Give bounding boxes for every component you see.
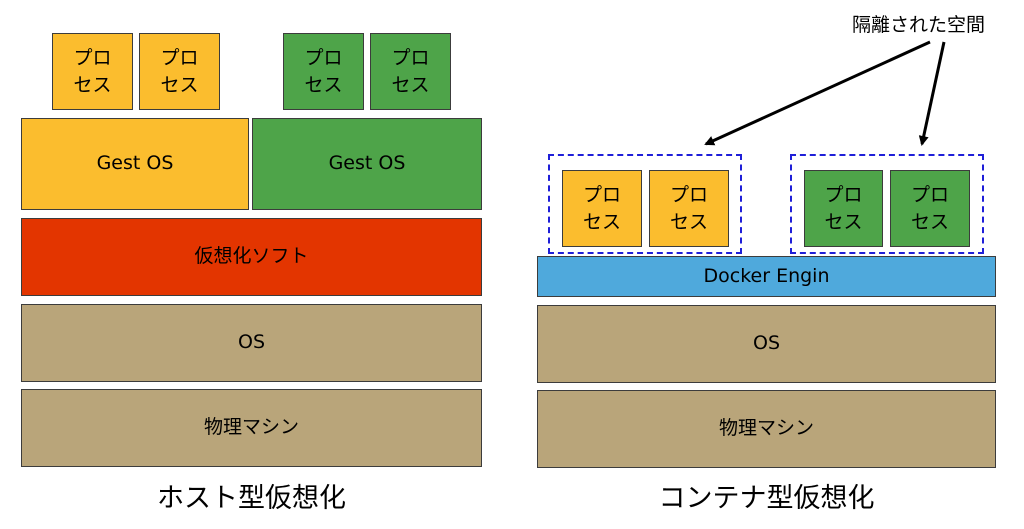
hardware-label: 物理マシン (718, 417, 814, 440)
hardware-label: 物理マシン (203, 416, 299, 439)
engine-label: Docker Engin (703, 264, 830, 287)
host-hardware: 物理マシン (21, 389, 482, 467)
process-label: プロ セス (73, 46, 112, 96)
isolated-space-left (548, 154, 742, 254)
process-label: プロ セス (304, 46, 343, 96)
process-label: プロ セス (582, 183, 621, 233)
host-process-2: プロ セス (139, 33, 220, 110)
host-process-3: プロ セス (283, 33, 364, 110)
host-caption: ホスト型仮想化 (157, 483, 346, 514)
process-label: プロ セス (160, 46, 199, 96)
container-hardware: 物理マシン (537, 390, 996, 468)
guest-os-label: Gest OS (328, 152, 406, 175)
process-label: プロ セス (391, 46, 430, 96)
container-caption: コンテナ型仮想化 (658, 483, 875, 514)
container-process-2: プロ セス (649, 170, 729, 247)
os-label: OS (752, 332, 780, 355)
docker-engine: Docker Engin (537, 256, 996, 297)
host-guest-os-left: Gest OS (21, 118, 249, 210)
process-label: プロ セス (910, 183, 949, 233)
host-process-1: プロ セス (52, 33, 133, 110)
process-label: プロ セス (824, 183, 863, 233)
container-process-3: プロ セス (804, 170, 883, 247)
host-guest-os-right: Gest OS (252, 118, 482, 210)
os-label: OS (237, 331, 265, 354)
hypervisor-label: 仮想化ソフト (194, 245, 309, 268)
container-os: OS (537, 305, 996, 383)
arrow-to-left-space (704, 40, 931, 146)
arrow-to-right-space (918, 41, 946, 146)
host-os: OS (21, 304, 482, 382)
isolated-space-right (790, 154, 984, 254)
container-process-4: プロ セス (890, 170, 970, 247)
isolated-space-label: 隔離された空間 (852, 14, 986, 36)
guest-os-label: Gest OS (96, 152, 174, 175)
host-hypervisor: 仮想化ソフト (21, 218, 482, 296)
host-process-4: プロ セス (370, 33, 451, 110)
container-process-1: プロ セス (562, 170, 642, 247)
process-label: プロ セス (669, 183, 708, 233)
